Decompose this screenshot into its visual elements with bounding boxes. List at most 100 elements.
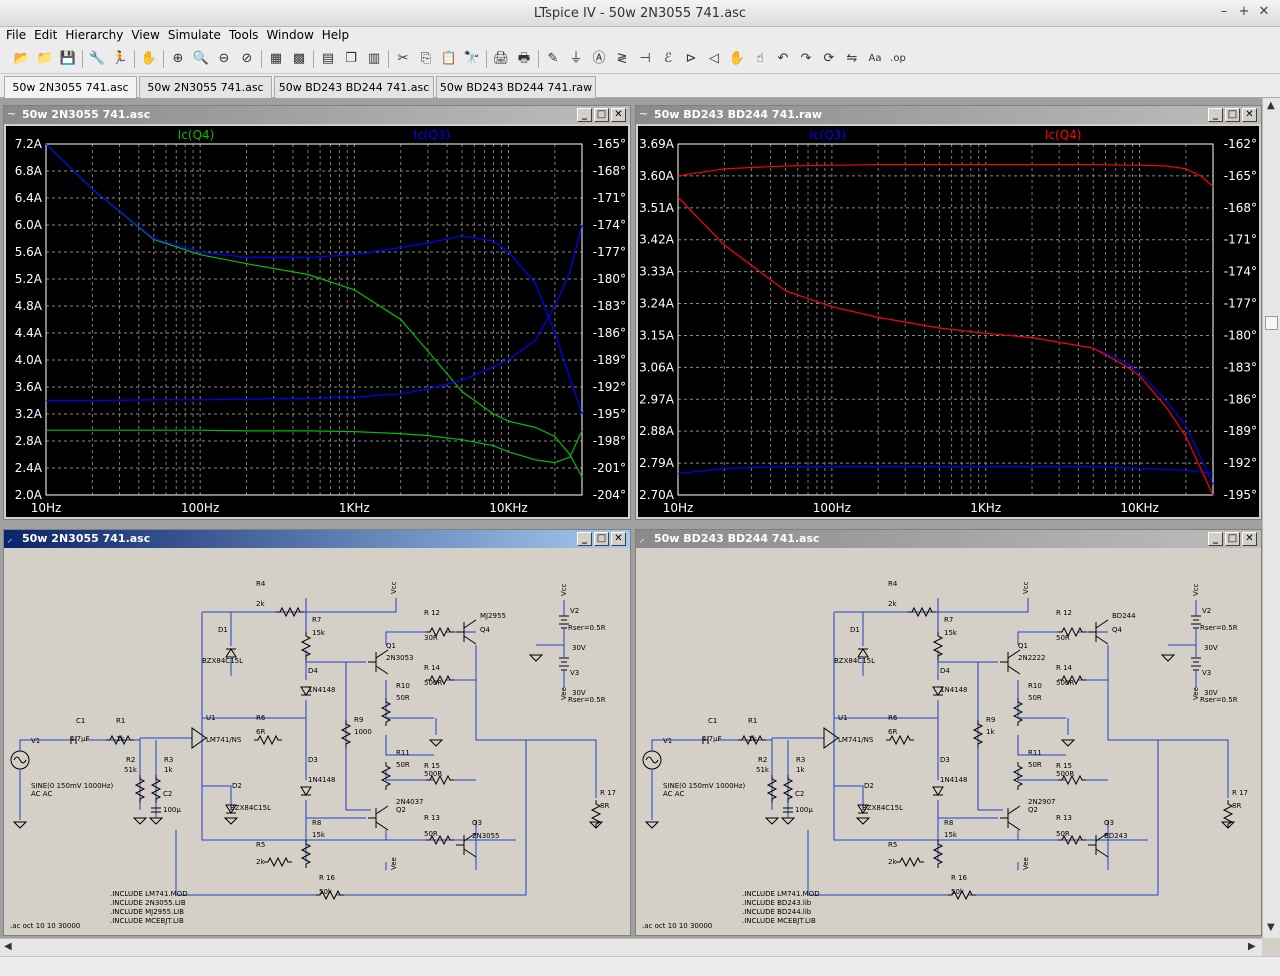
tab-50w-2n3055-741-schematic[interactable]: 50w 2N3055 741.asc bbox=[139, 76, 272, 98]
ground-symbol bbox=[1220, 821, 1236, 829]
capacitor-icon[interactable]: ⊣ bbox=[639, 51, 651, 66]
menu-view[interactable]: View bbox=[131, 28, 160, 42]
minimize-button[interactable]: _ bbox=[577, 108, 592, 122]
y-right-tick-label: -198° bbox=[593, 434, 626, 448]
maximize-button[interactable]: □ bbox=[1225, 108, 1240, 122]
scroll-up-icon[interactable]: ▲ bbox=[1267, 100, 1275, 111]
minimize-button[interactable]: _ bbox=[577, 532, 592, 546]
zoom-in-icon[interactable]: ⊕ bbox=[172, 51, 184, 66]
maximize-icon[interactable]: + bbox=[1238, 4, 1250, 19]
ground-symbol bbox=[644, 821, 660, 829]
minimize-icon[interactable]: – bbox=[1220, 4, 1228, 19]
zoom-out-icon[interactable]: ⊖ bbox=[218, 51, 230, 66]
close-button[interactable]: ✕ bbox=[611, 108, 626, 122]
menu-edit[interactable]: Edit bbox=[34, 28, 58, 42]
autorange-icon[interactable]: ▦ bbox=[269, 51, 283, 66]
tab-50w-bd243-bd244-741-schematic[interactable]: 50w BD243 BD244 741.asc bbox=[274, 76, 434, 98]
copy-icon[interactable]: ⎘ bbox=[420, 51, 432, 66]
close-button[interactable]: ✕ bbox=[611, 532, 626, 546]
resistor-icon[interactable]: ≷ bbox=[616, 51, 628, 66]
halt-icon[interactable]: ✋ bbox=[140, 51, 158, 66]
tab-50w-2n3055-741-plot[interactable]: 50w 2N3055 741.asc bbox=[4, 76, 137, 99]
tile-horizontal-icon[interactable]: ▤ bbox=[321, 51, 335, 66]
sine-wave-icon bbox=[13, 756, 27, 764]
open-file-icon[interactable]: 📂 bbox=[13, 51, 31, 66]
menu-simulate[interactable]: Simulate bbox=[167, 28, 221, 42]
label-q2: Q2 bbox=[1028, 806, 1038, 814]
menu-tools[interactable]: Tools bbox=[228, 28, 259, 42]
resistor-r12 bbox=[426, 626, 454, 638]
minimize-button[interactable]: _ bbox=[1208, 532, 1223, 546]
menu-hierarchy[interactable]: Hierarchy bbox=[65, 28, 124, 42]
close-button[interactable]: ✕ bbox=[1242, 108, 1257, 122]
tab-50w-bd243-bd244-741-raw[interactable]: 50w BD243 BD244 741.raw bbox=[436, 76, 596, 98]
diode-icon[interactable]: ⊳ bbox=[685, 51, 697, 66]
component-icon[interactable]: ◁ bbox=[709, 51, 719, 66]
menu-window[interactable]: Window bbox=[266, 28, 314, 42]
paste-icon[interactable]: 📋 bbox=[440, 51, 458, 66]
cascade-icon[interactable]: ❐ bbox=[345, 51, 357, 66]
print-setup-icon[interactable]: 🖶 bbox=[517, 51, 531, 66]
cut-icon[interactable]: ✂ bbox=[397, 51, 409, 66]
tile-vertical-icon[interactable]: ▥ bbox=[367, 51, 381, 66]
y-left-tick-label: 3.42A bbox=[639, 233, 675, 247]
spice-directive-icon[interactable]: .op bbox=[890, 53, 906, 64]
zoom-area-icon[interactable]: 🔍 bbox=[192, 51, 210, 66]
label-c2: C2 bbox=[163, 790, 172, 798]
zoom-fit-icon[interactable]: ⊘ bbox=[241, 51, 253, 66]
vertical-scrollbar[interactable]: ▲ ▼ bbox=[1262, 98, 1280, 938]
close-button[interactable]: ✕ bbox=[1242, 532, 1257, 546]
label-vee: Vee bbox=[560, 687, 568, 700]
run-icon[interactable]: 🏃 bbox=[111, 51, 129, 66]
wire bbox=[385, 631, 426, 645]
label-r14: R 14 bbox=[1056, 664, 1073, 672]
drag-icon[interactable]: ☝ bbox=[756, 51, 764, 66]
open-icon[interactable]: 📁 bbox=[36, 51, 54, 66]
plot-frame bbox=[677, 143, 1214, 496]
rotate-icon[interactable]: ⟳ bbox=[823, 51, 835, 66]
label-net-icon[interactable]: Ⓐ bbox=[592, 51, 606, 66]
find-icon[interactable]: 🔭 bbox=[463, 51, 481, 66]
scroll-left-icon[interactable]: ◀ bbox=[4, 941, 12, 952]
minimize-button[interactable]: _ bbox=[1208, 108, 1223, 122]
ground-symbol bbox=[428, 739, 444, 747]
wire-icon[interactable]: ✎ bbox=[547, 51, 559, 66]
maximize-button[interactable]: □ bbox=[594, 532, 609, 546]
redo-icon[interactable]: ↷ bbox=[800, 51, 812, 66]
menu-help[interactable]: Help bbox=[321, 28, 350, 42]
diode-d4 bbox=[300, 686, 312, 696]
scroll-right-icon[interactable]: ▶ bbox=[1248, 941, 1256, 952]
wire bbox=[807, 830, 948, 896]
label-r9v: 1k bbox=[986, 728, 995, 736]
label-r5: R5 bbox=[888, 841, 897, 849]
ground-icon[interactable]: ⏚ bbox=[569, 51, 583, 66]
y-left-tick-label: 6.0A bbox=[15, 218, 43, 232]
close-icon[interactable]: ✕ bbox=[1258, 4, 1270, 19]
text-icon[interactable]: Aa bbox=[868, 53, 882, 64]
undo-icon[interactable]: ↶ bbox=[777, 51, 789, 66]
label-r11: R11 bbox=[1028, 749, 1042, 757]
print-icon[interactable]: 🖨 bbox=[492, 51, 510, 66]
maximize-button[interactable]: □ bbox=[594, 108, 609, 122]
label-v3v: 30V bbox=[1204, 689, 1218, 697]
maximize-button[interactable]: □ bbox=[1225, 532, 1240, 546]
move-icon[interactable]: ✋ bbox=[728, 51, 746, 66]
scroll-thumb[interactable] bbox=[1265, 316, 1278, 330]
horizontal-scrollbar[interactable]: ◀ ▶ bbox=[0, 938, 1262, 956]
inductor-icon[interactable]: ℰ bbox=[664, 51, 672, 66]
y-left-tick-label: 3.6A bbox=[15, 380, 43, 394]
control-panel-icon[interactable]: 🔧 bbox=[88, 51, 106, 66]
save-icon[interactable]: 💾 bbox=[59, 51, 77, 66]
scroll-down-icon[interactable]: ▼ bbox=[1267, 922, 1275, 933]
y-right-tick-label: -165° bbox=[593, 137, 626, 151]
legend-icq4: Ic(Q4) bbox=[178, 128, 215, 142]
menu-file[interactable]: File bbox=[6, 28, 27, 42]
mirror-icon[interactable]: ⇋ bbox=[846, 51, 858, 66]
grid-icon[interactable]: ▩ bbox=[292, 51, 306, 66]
